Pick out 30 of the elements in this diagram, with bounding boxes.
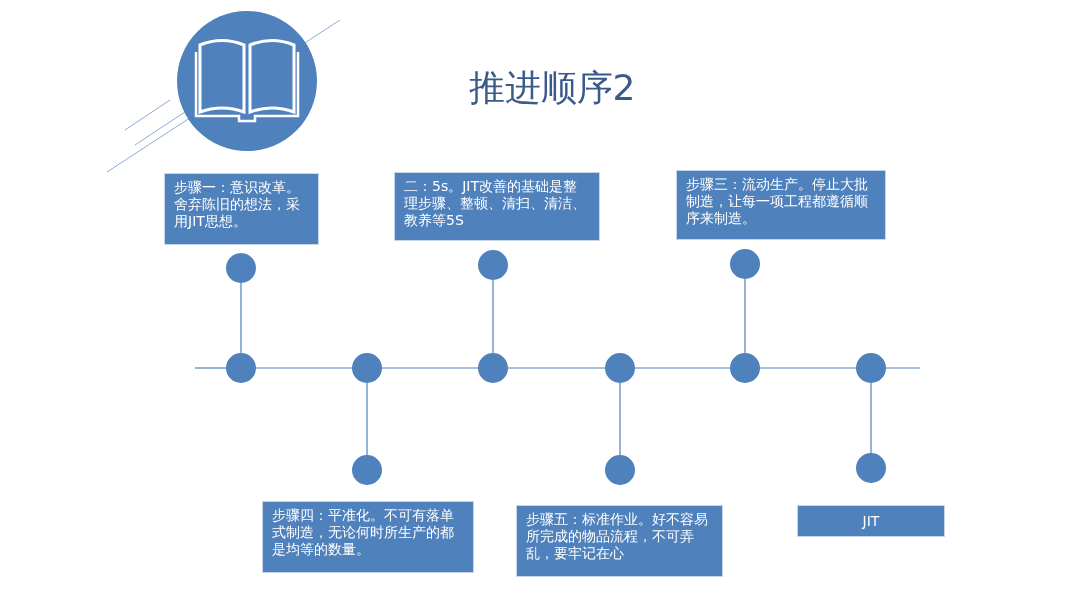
timeline-dot: [226, 353, 256, 383]
connector-line: [240, 282, 242, 354]
connector-line: [634, 367, 731, 369]
connector-line: [492, 279, 494, 354]
connector-line: [619, 382, 621, 456]
timeline-dot: [226, 253, 256, 283]
timeline-dot: [605, 353, 635, 383]
step-box: 步骤一：意识改革。舍弃陈旧的想法，采用JIT思想。: [164, 173, 319, 245]
connector-line: [870, 382, 872, 454]
timeline-dot: [856, 453, 886, 483]
timeline-dot: [605, 455, 635, 485]
step-box: 步骤三：流动生产。停止大批制造，让每一项工程都遵循顺序来制造。: [676, 170, 886, 240]
connector-line: [507, 367, 606, 369]
timeline-dot: [730, 353, 760, 383]
title: 推进顺序2: [467, 66, 637, 110]
connector-line: [255, 367, 353, 369]
connector-line: [744, 278, 746, 354]
step-box: 步骤五：标准作业。好不容易所完成的物品流程，不可弄乱，要牢记在心: [516, 505, 723, 577]
step-box: 步骤四：平准化。不可有落单式制造，无论何时所生产的都是均等的数量。: [262, 501, 474, 573]
timeline-dot: [352, 353, 382, 383]
connector-line: [366, 382, 368, 456]
timeline-dot: [856, 353, 886, 383]
connector-line: [381, 367, 479, 369]
timeline-dot: [478, 250, 508, 280]
timeline-dot: [730, 249, 760, 279]
timeline-dot: [478, 353, 508, 383]
timeline-dot: [352, 455, 382, 485]
connector-line: [759, 367, 857, 369]
step-box: JIT: [797, 505, 945, 537]
step-box: 二：5s。JIT改善的基础是整理步骤、整顿、清扫、清洁、教养等5S: [394, 172, 600, 241]
